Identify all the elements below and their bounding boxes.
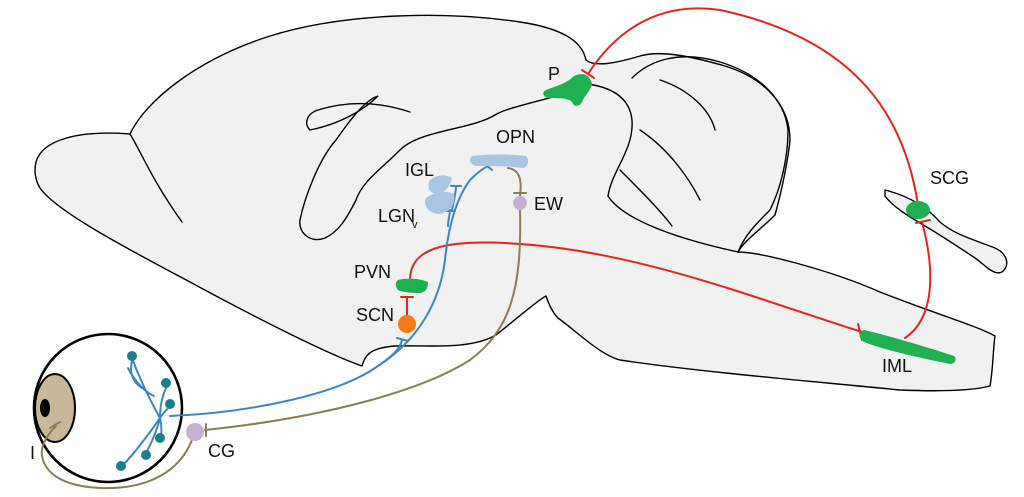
cerebellum-fold-1 <box>659 79 716 131</box>
retina-to-opn-tract <box>374 165 489 369</box>
scg-nucleus <box>906 201 930 219</box>
label-scg: SCG <box>930 168 969 188</box>
ew-nucleus <box>513 196 527 210</box>
midbrain-line <box>587 83 633 197</box>
label-p: P <box>548 64 560 84</box>
pvn-nucleus <box>395 278 428 293</box>
label-ew: EW <box>534 194 563 214</box>
cerebellum-outline <box>631 56 789 253</box>
label-scn: SCN <box>356 305 394 325</box>
label-lgn: LGN <box>378 206 415 226</box>
pupil-icon <box>40 399 50 417</box>
retinal-cells <box>116 351 175 471</box>
igl-nucleus <box>428 175 452 194</box>
pineal-nucleus <box>543 74 592 106</box>
blue-terminal-scn <box>396 337 409 342</box>
pvn-to-iml-tract <box>409 241 863 333</box>
scn-nucleus <box>398 315 416 333</box>
scg-ganglion-outline <box>884 189 1008 274</box>
opn-nucleus <box>469 154 529 168</box>
label-opn: OPN <box>496 127 535 147</box>
label-iml: IML <box>882 356 912 376</box>
iml-nucleus <box>859 330 956 364</box>
cg-ganglion <box>186 423 204 441</box>
label-igl: IGL <box>405 160 434 180</box>
cg-to-iris-tract <box>40 425 193 490</box>
hippocampus-outline <box>299 89 579 241</box>
cerebellum-fold-2 <box>639 129 701 201</box>
scg-to-pineal-tract <box>587 7 919 206</box>
label-i: I <box>30 443 35 463</box>
ew-to-cg-tract <box>204 209 522 431</box>
lens-icon <box>34 373 76 443</box>
cortex-sulcus-front <box>129 133 183 223</box>
lgn-nucleus <box>424 191 455 214</box>
label-cg: CG <box>208 441 235 461</box>
label-pvn: PVN <box>354 262 391 282</box>
brainstem-line <box>607 195 739 253</box>
cerebellum-fold-3 <box>619 169 673 227</box>
iml-to-scg-tract <box>904 221 932 339</box>
igl-branch <box>451 185 457 211</box>
pineal-terminal-bar <box>581 69 595 79</box>
label-lgn-subscript: v <box>412 219 418 231</box>
iris-terminal-bar <box>49 421 61 429</box>
scg-terminal-bar <box>915 219 931 224</box>
